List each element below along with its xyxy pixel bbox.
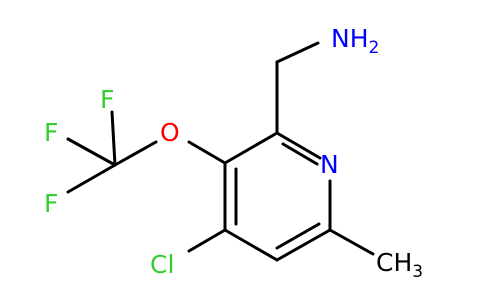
fluorine-left-label: F	[44, 118, 58, 147]
bond-c2-n1-inner	[281, 142, 319, 166]
bond-c3-o	[187, 140, 227, 165]
bond-cf3-f-top	[110, 110, 117, 167]
bond-c4-cl	[187, 228, 227, 253]
bond-c5-c4	[223, 228, 279, 262]
bond-o-cf3	[113, 140, 158, 167]
fluorine-top-label: F	[100, 85, 114, 114]
bond-c6-c5-inner	[275, 222, 321, 250]
bonds	[66, 41, 375, 262]
bond-c6-c5	[275, 228, 332, 262]
bond-c3-c2	[223, 131, 279, 165]
chlorine-label: Cl	[150, 250, 174, 279]
bond-cf3-f-bottom	[66, 163, 117, 194]
bond-cf3-f-left	[66, 137, 117, 167]
bond-ch2-nh2	[275, 41, 320, 64]
bond-c6-ch3	[328, 228, 375, 256]
fluorine-bottom-label: F	[44, 189, 58, 218]
nh2-label: NH2	[331, 24, 379, 58]
oxygen-label: O	[160, 118, 180, 147]
methyl-label: CH3	[376, 248, 423, 282]
atom-labels: NH2 N O F F F Cl CH3	[44, 24, 423, 282]
ring-nitrogen-label: N	[320, 150, 339, 179]
bond-c2-n1	[275, 131, 322, 160]
